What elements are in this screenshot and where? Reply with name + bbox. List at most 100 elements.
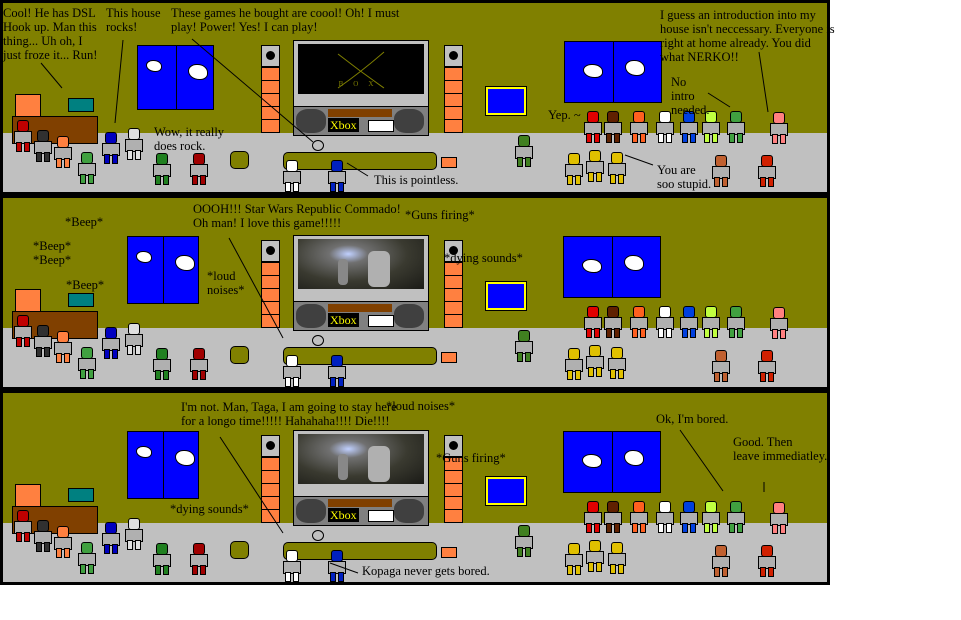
controller-icon <box>312 530 324 541</box>
caption: OOOH!!! Star Wars Republic Commado!Oh ma… <box>193 202 401 230</box>
character-body <box>153 554 171 567</box>
speaker-top <box>262 241 279 261</box>
character-leg <box>596 562 602 572</box>
character-body <box>190 554 208 567</box>
speaker-panel <box>445 315 462 327</box>
speaker <box>444 435 463 523</box>
character-leg <box>80 369 86 379</box>
picture-frame <box>485 86 527 116</box>
character-leg <box>780 329 786 339</box>
speaker-panel <box>445 471 462 483</box>
character-leg <box>575 175 581 185</box>
speaker-panel <box>445 107 462 119</box>
character-leg <box>606 133 612 143</box>
speaker-panel <box>445 68 462 80</box>
character-body <box>54 537 72 550</box>
character-leg <box>567 370 573 380</box>
caption: *Beep* <box>65 215 103 229</box>
speaker-panel <box>262 120 279 132</box>
window <box>563 236 661 298</box>
character <box>102 327 120 359</box>
character-body <box>78 163 96 176</box>
character-leg <box>594 523 600 533</box>
cloud <box>624 450 644 466</box>
caption-line: for a longo time!!!!! Hahahaha!!!! Die!!… <box>181 414 390 428</box>
caption: *dying sounds* <box>170 502 249 516</box>
character-body <box>102 338 120 351</box>
character <box>328 355 346 387</box>
character-body <box>680 512 698 525</box>
character-leg <box>293 182 299 192</box>
tv-screen <box>298 434 424 484</box>
caption: I'm not. Man, Taga, I am going to stay h… <box>181 400 397 428</box>
character-leg <box>330 182 336 192</box>
character-leg <box>722 567 728 577</box>
character-leg <box>714 567 720 577</box>
character-leg <box>330 572 336 582</box>
soldier-figure <box>338 259 348 285</box>
caption-line: right at home already. You did <box>660 36 811 50</box>
caption-line: Wow, it really <box>154 125 225 139</box>
character-body <box>283 561 301 574</box>
character-leg <box>768 177 774 187</box>
xbox-logo-icon <box>337 51 385 89</box>
caption-line: Good. Then <box>733 435 793 449</box>
character-body <box>758 361 776 374</box>
character-leg <box>610 369 616 379</box>
window <box>127 236 199 304</box>
character-leg <box>88 564 94 574</box>
speaker-top <box>262 46 279 66</box>
character-leg <box>772 524 778 534</box>
character-leg <box>610 564 616 574</box>
character-leg <box>682 523 688 533</box>
character-leg <box>567 565 573 575</box>
caption-line: thing... Uh oh, I <box>3 34 83 48</box>
character <box>54 526 72 558</box>
speaker-panel <box>262 81 279 93</box>
character <box>702 501 720 533</box>
caption-line: play! Power! Yes! I can play! <box>171 20 318 34</box>
character-leg <box>760 567 766 577</box>
speaker-panel <box>262 471 279 483</box>
character-leg <box>36 152 42 162</box>
character-leg <box>729 523 735 533</box>
window <box>563 431 661 493</box>
character-leg <box>712 523 718 533</box>
character-leg <box>690 328 696 338</box>
character-body <box>515 341 533 354</box>
character-leg <box>704 133 710 143</box>
character-body <box>702 512 720 525</box>
caption-line: *Beep* <box>33 253 72 267</box>
subwoofer <box>296 499 326 523</box>
character-body <box>190 359 208 372</box>
character-leg <box>293 377 299 387</box>
character-leg <box>24 142 30 152</box>
computer-monitor <box>68 98 94 112</box>
window <box>127 431 199 499</box>
speaker-panel <box>262 263 279 275</box>
character-leg <box>16 337 22 347</box>
speaker-cone <box>266 441 275 450</box>
side-table <box>441 352 457 363</box>
speaker-panel <box>262 68 279 80</box>
speaker-panel <box>445 484 462 496</box>
tv-stand: Xbox <box>293 496 429 526</box>
cloud <box>136 251 152 263</box>
character-leg <box>666 328 672 338</box>
character-body <box>565 554 583 567</box>
speaker-panel <box>445 289 462 301</box>
character <box>656 501 674 533</box>
character <box>702 111 720 143</box>
caption-line: Ok, I'm bored. <box>656 412 729 426</box>
character-leg <box>586 133 592 143</box>
character-leg <box>16 532 22 542</box>
character <box>328 550 346 582</box>
character <box>190 348 208 380</box>
caption-line: house isn't neccessary. Everyone is <box>660 22 835 36</box>
character-leg <box>614 523 620 533</box>
speaker-panel <box>445 94 462 106</box>
character <box>727 501 745 533</box>
subwoofer <box>394 499 424 523</box>
